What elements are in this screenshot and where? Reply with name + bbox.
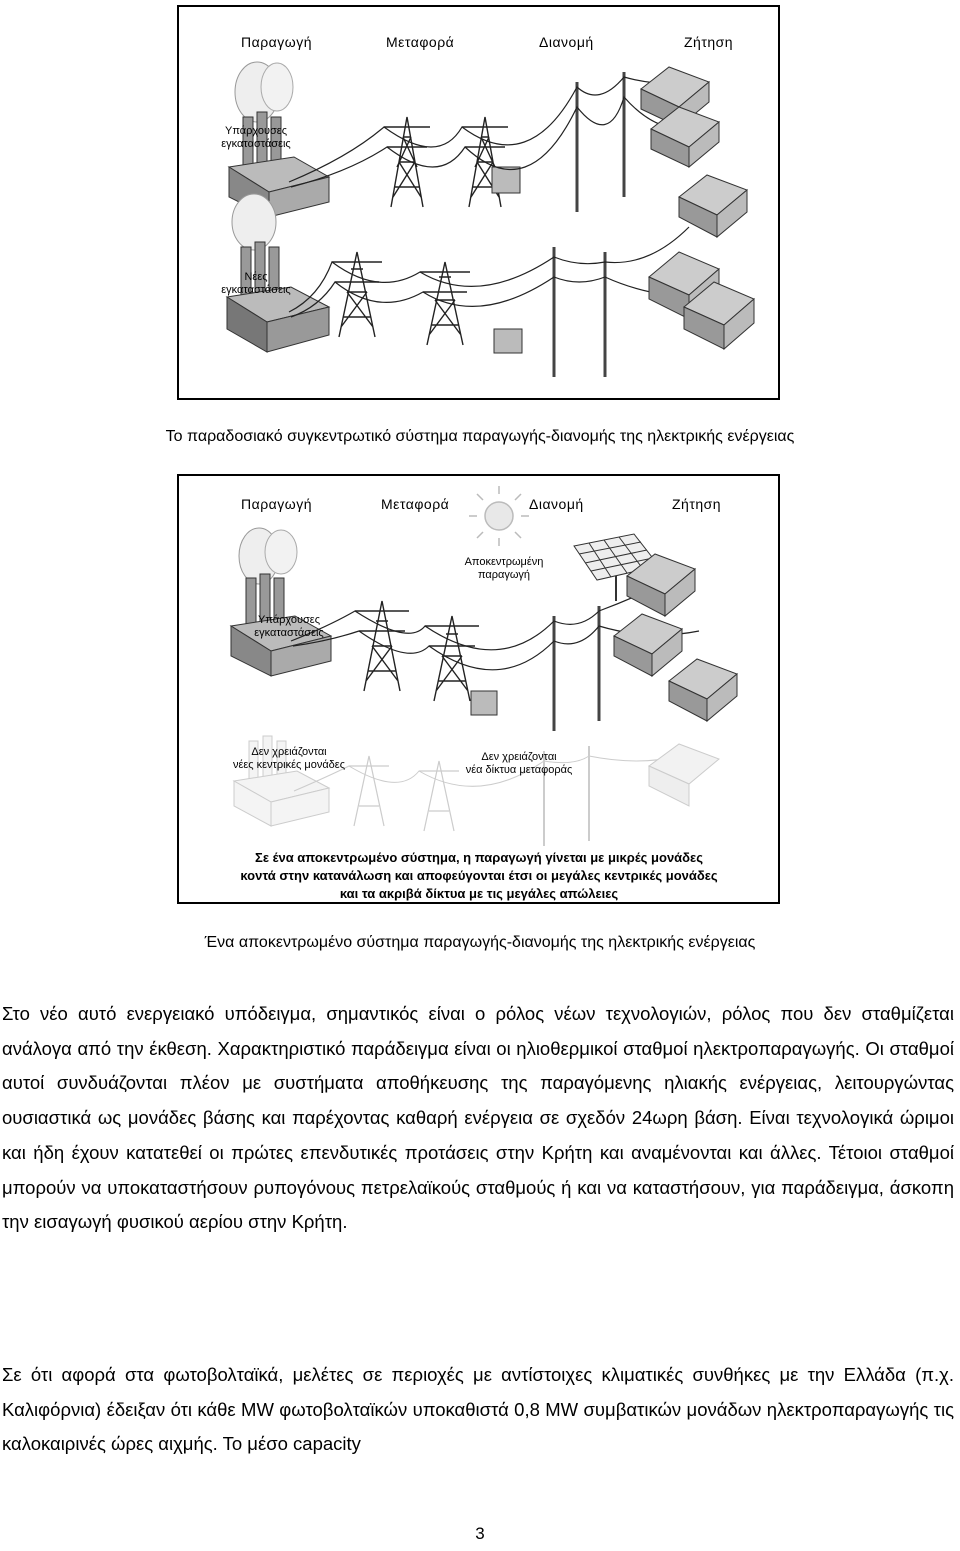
stage-label-production: Παραγωγή: [241, 34, 312, 50]
page-number: 3: [475, 1524, 485, 1543]
stage-label-distribution: Διανομή: [529, 496, 584, 512]
decentralized-summary: Σε ένα αποκεντρωμένο σύστημα, η παραγωγή…: [240, 850, 718, 901]
figure-decentralized-system: Παραγωγή Μεταφορά Διανομή Ζήτηση Αποκεντ…: [177, 474, 780, 904]
stage-label-transmission: Μεταφορά: [381, 496, 450, 512]
stage-label-transmission: Μεταφορά: [386, 34, 455, 50]
stage-label-demand: Ζήτηση: [684, 34, 734, 50]
body-paragraph-solar-thermal: Στο νέο αυτό ενεργειακό υπόδειγμα, σημαν…: [2, 1003, 954, 1233]
figure2-caption: Ένα αποκεντρωμένο σύστημα παραγωγής-διαν…: [204, 934, 756, 951]
body-paragraph-photovoltaics: Σε ότι αφορά στα φωτοβολταϊκά, μελέτες σ…: [2, 1364, 954, 1455]
decentralized-diagram-illustration: [229, 486, 738, 846]
stage-label-demand: Ζήτηση: [672, 496, 722, 512]
figure-centralized-system: Παραγωγή Μεταφορά Διανομή Ζήτηση Υπάρχου…: [177, 5, 780, 400]
stage-label-production: Παραγωγή: [241, 496, 312, 512]
centralized-diagram-illustration: [225, 61, 755, 377]
sun-icon: [469, 486, 529, 546]
stage-label-distribution: Διανομή: [539, 34, 594, 50]
figure1-caption: Το παραδοσιακό συγκεντρωτικό σύστημα παρ…: [165, 428, 795, 445]
